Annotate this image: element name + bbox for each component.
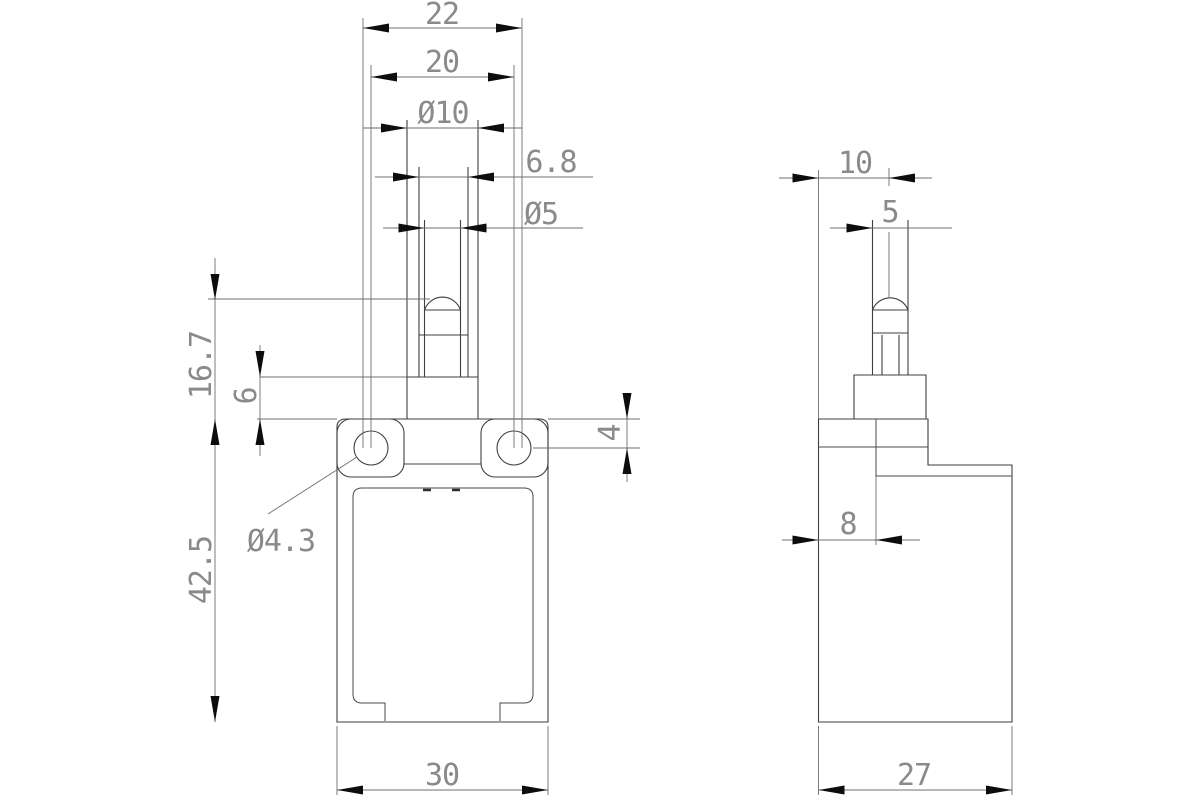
dim-face-to-axis-label: 10 <box>838 146 872 181</box>
dim-mount-hole-diameter-label: Ø4.3 <box>247 524 315 559</box>
dim-body-height-label: 42.5 <box>184 536 219 604</box>
dim-guide-width-label: 6.8 <box>525 145 576 180</box>
side-dimension-arrows <box>792 173 1012 795</box>
dim-top-width-label: 22 <box>425 0 459 32</box>
dim-body-width-label: 30 <box>425 758 459 793</box>
front-cover-plate <box>352 487 534 721</box>
dim-hole-offset-label: 4 <box>593 424 628 441</box>
dim-hole-spacing-label: 20 <box>425 45 459 80</box>
dim-plunger-height-label: 16.7 <box>184 331 219 399</box>
side-view: 10 5 8 27 <box>779 146 1013 795</box>
dim-body-depth-label: 27 <box>897 758 931 793</box>
side-body-outline <box>817 418 1013 723</box>
dim-face-to-step-label: 8 <box>839 507 856 542</box>
side-head-block <box>853 374 927 419</box>
front-mount-ear-left <box>336 418 405 478</box>
front-view: 22 20 Ø10 6.8 Ø5 16.7 6 4 Ø4.3 42.5 30 <box>184 0 640 795</box>
front-dimension-lines <box>208 18 640 795</box>
front-plunger-assembly <box>406 120 479 419</box>
dim-head-diameter-label: Ø10 <box>417 96 468 131</box>
dim-bushing-height-label: 6 <box>229 387 264 404</box>
side-internal-seams <box>818 419 1012 477</box>
side-plunger-assembly <box>871 220 909 375</box>
side-dimension-lines <box>779 168 1013 795</box>
front-body-outline <box>336 418 549 723</box>
dim-plunger-diameter-label: Ø5 <box>524 197 558 232</box>
front-dimension-arrows <box>210 23 632 795</box>
dim-side-plunger-diameter-label: 5 <box>881 195 898 230</box>
